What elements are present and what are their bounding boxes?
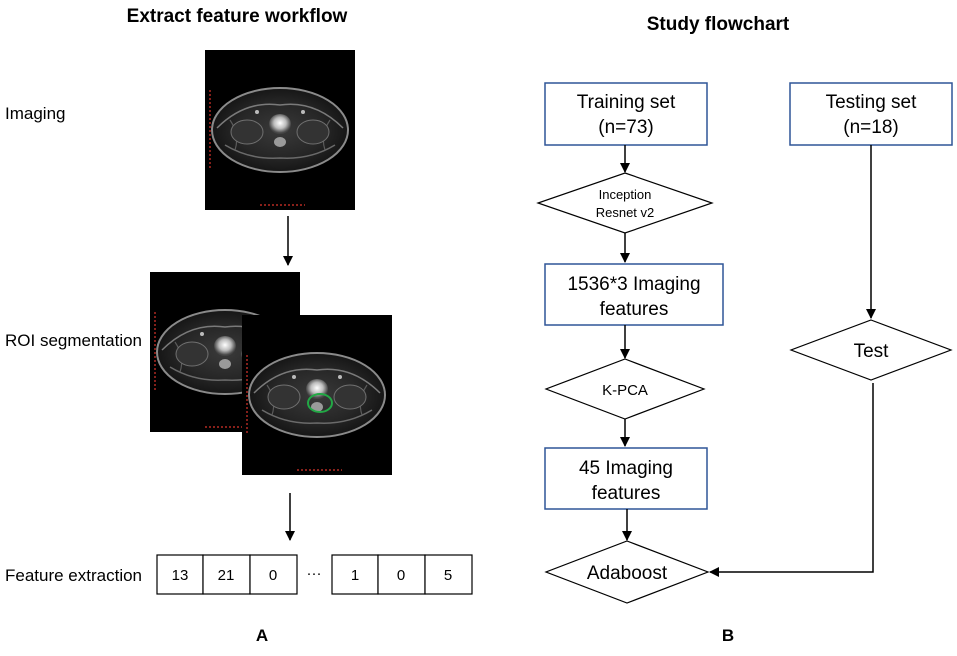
testing-set-line1: Testing set xyxy=(826,92,918,113)
features-45-line2: features xyxy=(592,483,661,504)
feature-cell-value: 0 xyxy=(397,567,405,584)
features-1536-line1: 1536*3 Imaging xyxy=(567,274,700,295)
feature-cell-value: 5 xyxy=(444,567,452,584)
feature-cell-value: 0 xyxy=(269,567,277,584)
roi-mri-image-front xyxy=(241,314,393,476)
imaging-label: Imaging xyxy=(5,104,65,123)
roi-contour xyxy=(307,393,333,413)
training-set-line1: Training set xyxy=(577,92,676,113)
inception-resnet-diamond: Inception Resnet v2 xyxy=(536,172,714,234)
feature-vector-left: 13 21 0 xyxy=(156,554,298,595)
testing-set-line2: (n=18) xyxy=(843,117,898,138)
feature-extraction-label: Feature extraction xyxy=(5,566,142,585)
feature-cell-value: 13 xyxy=(172,567,189,584)
features-1536-box: 1536*3 Imaging features xyxy=(544,263,724,326)
panel-b-title: Study flowchart xyxy=(647,14,790,35)
test-diamond: Test xyxy=(789,319,953,381)
feature-vector-right: 1 0 5 xyxy=(331,554,473,595)
adaboost-label: Adaboost xyxy=(587,563,668,584)
adaboost-diamond: Adaboost xyxy=(544,540,710,604)
test-label: Test xyxy=(854,341,890,362)
feature-cell xyxy=(424,554,473,595)
arrow-test-to-adaboost xyxy=(709,383,874,577)
training-set-line2: (n=73) xyxy=(598,117,653,138)
kpca-diamond: K-PCA xyxy=(544,358,706,420)
features-45-line1: 45 Imaging xyxy=(579,458,673,479)
panel-a-letter: A xyxy=(256,626,268,645)
feature-cell-value: 1 xyxy=(351,567,359,584)
features-1536-line2: features xyxy=(600,299,669,320)
inception-line1: Inception xyxy=(599,187,652,202)
feature-cell-value: 21 xyxy=(218,567,235,584)
testing-set-box: Testing set (n=18) xyxy=(789,82,953,146)
panel-b-letter: B xyxy=(722,626,734,645)
feature-cell xyxy=(377,554,426,595)
feature-ellipsis: ··· xyxy=(307,565,322,582)
feature-cell xyxy=(249,554,298,595)
imaging-mri-image xyxy=(204,49,356,211)
inception-line2: Resnet v2 xyxy=(596,205,655,220)
roi-segmentation-label: ROI segmentation xyxy=(5,331,142,350)
kpca-label: K-PCA xyxy=(602,382,648,399)
training-set-box: Training set (n=73) xyxy=(544,82,708,146)
feature-cell xyxy=(156,554,204,595)
features-45-box: 45 Imaging features xyxy=(544,447,708,510)
panel-a-title: Extract feature workflow xyxy=(127,6,348,27)
feature-cell xyxy=(331,554,379,595)
